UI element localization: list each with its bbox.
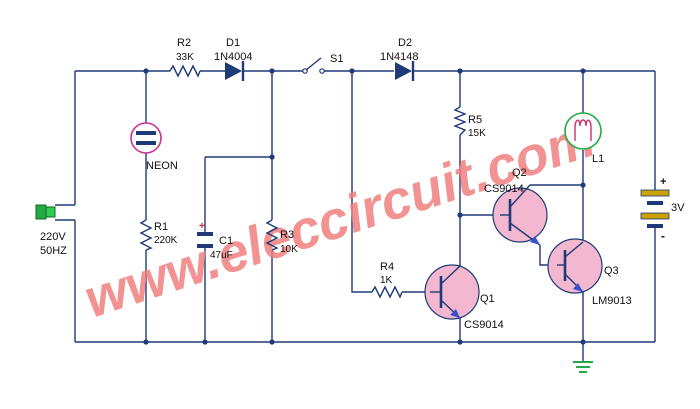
d2-value: 1N4148 [380, 51, 419, 63]
battery-minus: - [661, 229, 665, 243]
r5-value: 15K [468, 128, 486, 139]
ac-plug: 220V 50HZ [35, 204, 67, 257]
r4-value: 1K [380, 275, 393, 286]
transistor-q3: Q3 LM9013 [547, 238, 632, 307]
c1-plus: + [199, 221, 205, 232]
s1-name: S1 [330, 53, 343, 65]
r1-value: 220K [154, 235, 178, 246]
r3-name: R3 [280, 229, 294, 241]
battery-value: 3V [671, 202, 685, 214]
resistor-r1: R1 220K [139, 219, 178, 251]
neon-name: NEON [146, 160, 178, 172]
q1-value: CS9014 [464, 319, 504, 331]
d2-name: D2 [398, 37, 412, 49]
lamp-l1: L1 [564, 112, 604, 165]
neon-lamp: NEON [130, 122, 178, 172]
ac-voltage: 220V [40, 231, 66, 243]
r3-value: 10K [280, 244, 298, 255]
r2-value: 33K [176, 52, 194, 63]
q3-name: Q3 [604, 265, 619, 277]
resistor-r3: R3 10K [265, 219, 298, 255]
ac-frequency: 50HZ [40, 245, 67, 257]
resistor-r2: R2 33K [169, 37, 201, 78]
switch-s1: S1 [302, 53, 343, 74]
transistor-q1: Q1 CS9014 [424, 264, 504, 331]
q2-name: Q2 [512, 167, 527, 179]
d1-name: D1 [226, 37, 240, 49]
c1-name: C1 [219, 235, 233, 247]
transistor-q2: Q2 CS9014 [484, 167, 548, 246]
l1-name: L1 [592, 153, 604, 165]
diode-d2: D2 1N4148 [380, 37, 419, 81]
r4-name: R4 [380, 261, 394, 273]
q1-name: Q1 [480, 293, 495, 305]
resistor-r4: R4 1K [371, 261, 403, 299]
r2-name: R2 [177, 37, 191, 49]
junction-dots [143, 68, 586, 345]
d1-value: 1N4004 [214, 51, 253, 63]
resistor-r5: R5 15K [453, 106, 486, 139]
capacitor-c1: + C1 47uF [197, 221, 233, 261]
ground-symbol [573, 361, 593, 373]
battery-plus: + [660, 176, 666, 188]
q3-value: LM9013 [592, 295, 632, 307]
c1-value: 47uF [210, 250, 233, 261]
r1-name: R1 [154, 221, 168, 233]
q2-value: CS9014 [484, 183, 524, 195]
diode-d1: D1 1N4004 [214, 37, 253, 81]
r5-name: R5 [468, 114, 482, 126]
battery-3v: + - 3V [640, 176, 685, 243]
